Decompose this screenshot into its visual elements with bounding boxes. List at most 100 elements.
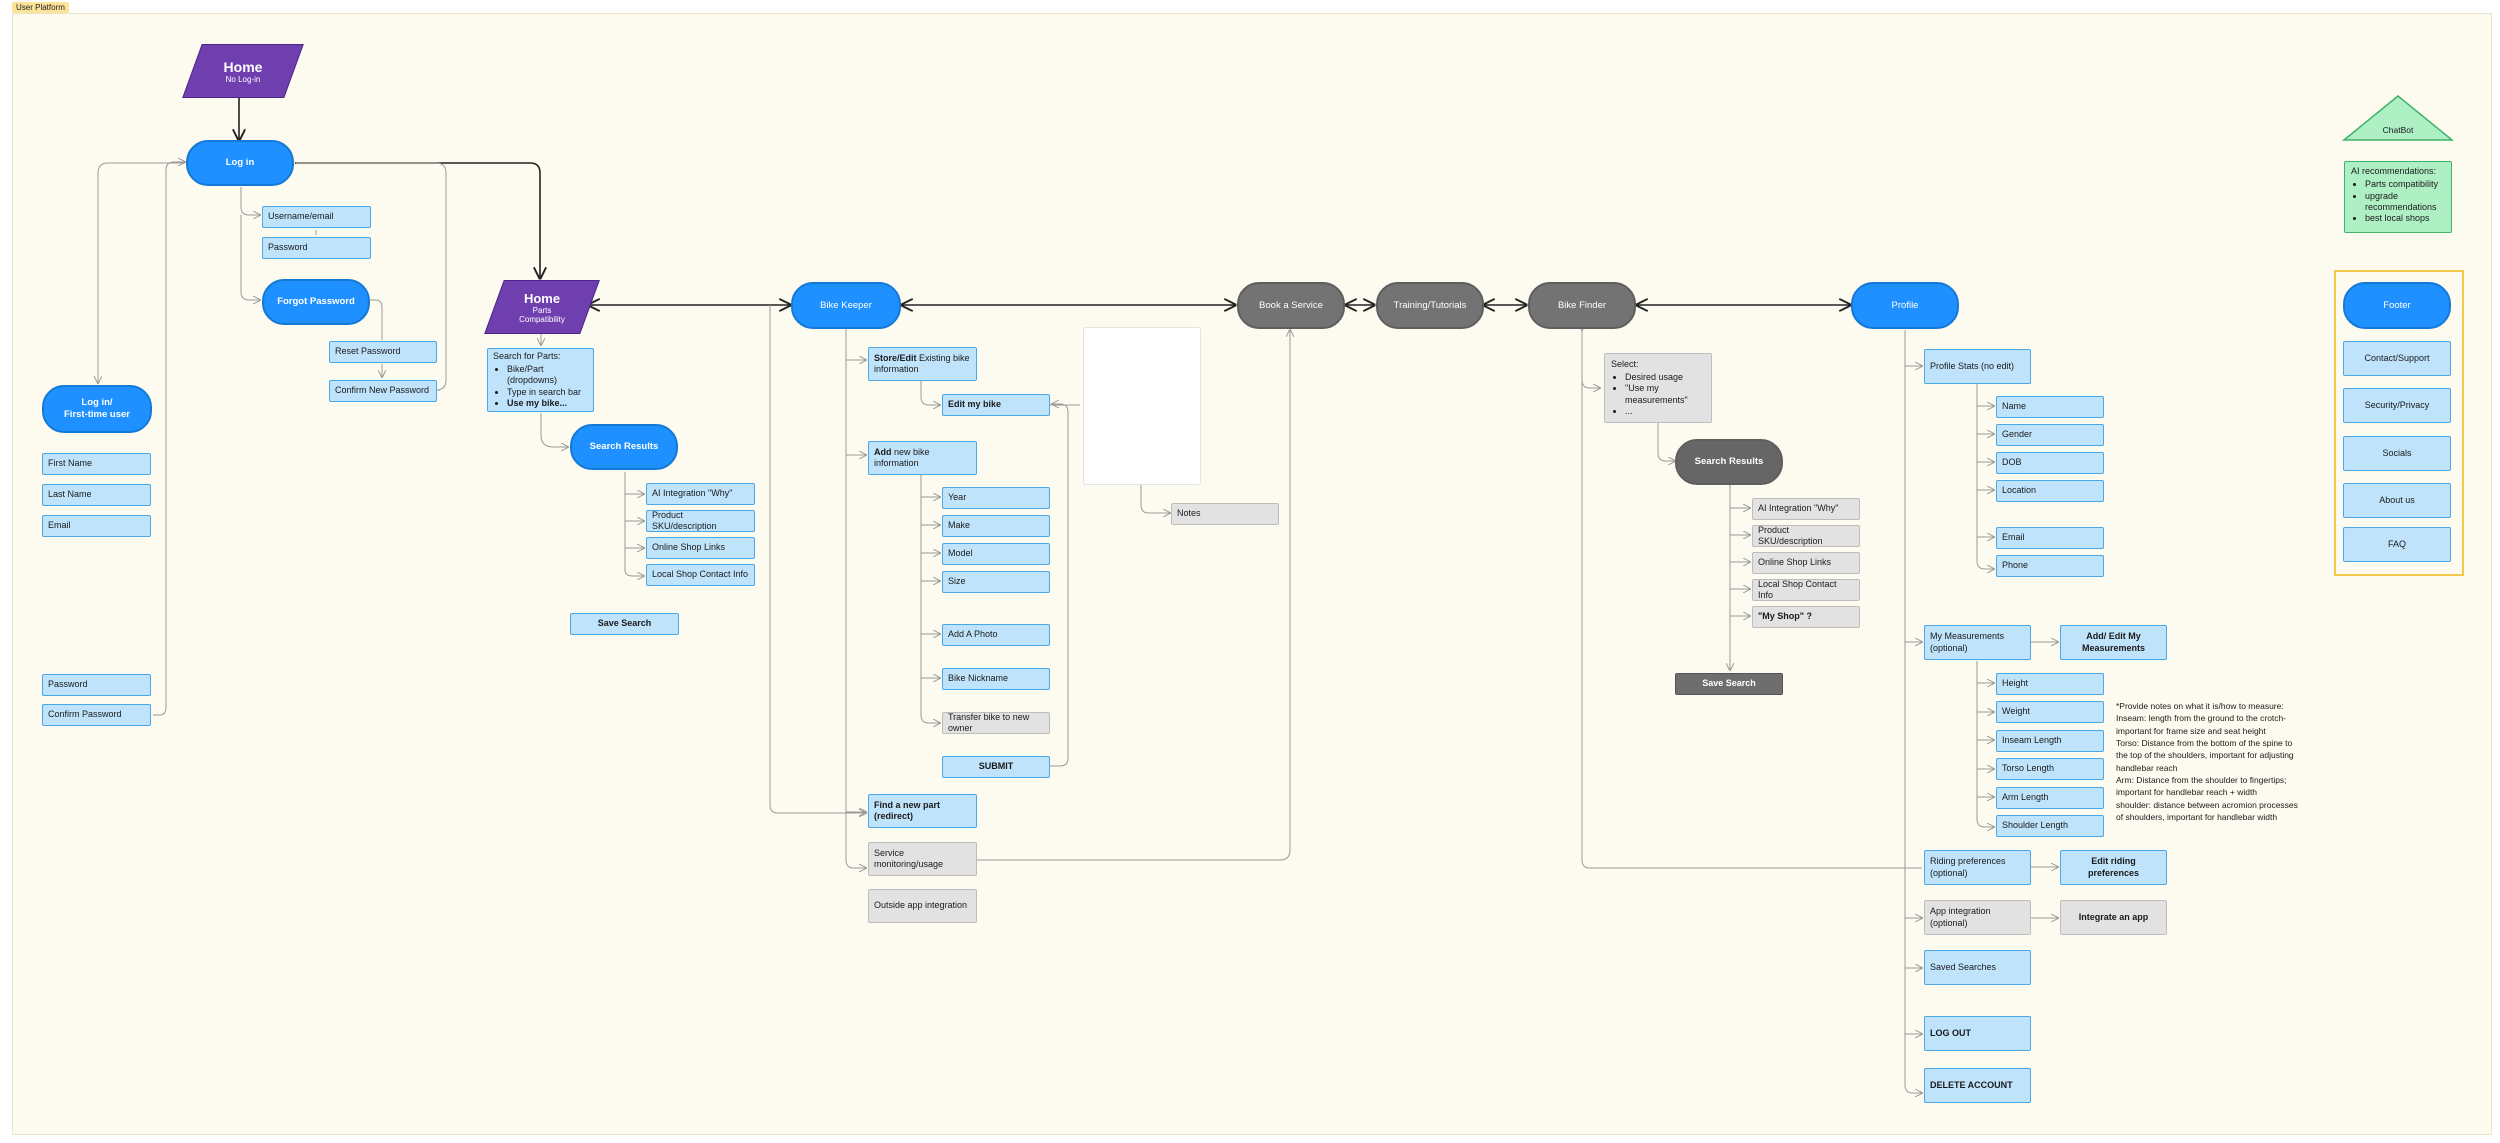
- confirm-password-field[interactable]: Confirm Password: [42, 704, 151, 726]
- home-parts-title: Home: [523, 290, 561, 306]
- book-service-node[interactable]: Book a Service: [1237, 282, 1345, 329]
- transfer-bike-button[interactable]: Transfer bike to new owner: [942, 712, 1050, 734]
- username-field[interactable]: Username/email: [262, 206, 371, 228]
- riding-preferences-box[interactable]: Riding preferences (optional): [1924, 850, 2031, 885]
- outside-app-integration-box[interactable]: Outside app integration: [868, 889, 977, 923]
- shoulder-field[interactable]: Shoulder Length: [1996, 815, 2104, 837]
- add-bike-box[interactable]: Add new bike information: [868, 441, 977, 475]
- footer-faq[interactable]: FAQ: [2343, 527, 2451, 562]
- parts-save-search-button[interactable]: Save Search: [570, 613, 679, 635]
- frame-label: User Platform: [12, 2, 69, 13]
- year-field[interactable]: Year: [942, 487, 1050, 509]
- parts-result-sku[interactable]: Product SKU/description: [646, 510, 755, 532]
- footer-security-privacy[interactable]: Security/Privacy: [2343, 388, 2451, 423]
- parts-result-ai[interactable]: AI Integration "Why": [646, 483, 755, 505]
- measurement-note-line: Arm: Distance from the shoulder to finge…: [2116, 774, 2287, 798]
- torso-field[interactable]: Torso Length: [1996, 758, 2104, 780]
- finder-result-local[interactable]: Local Shop Contact Info: [1752, 579, 1860, 601]
- find-new-part-button[interactable]: Find a new part (redirect): [868, 794, 977, 828]
- search-parts-item: Bike/Part (dropdowns): [507, 364, 588, 387]
- store-edit-bike-box[interactable]: Store/Edit Existing bike information: [868, 347, 977, 381]
- delete-account-button[interactable]: DELETE ACCOUNT: [1924, 1068, 2031, 1103]
- profile-node[interactable]: Profile: [1851, 282, 1959, 329]
- search-parts-box[interactable]: Search for Parts: Bike/Part (dropdowns) …: [487, 348, 594, 412]
- profile-email-field[interactable]: Email: [1996, 527, 2104, 549]
- name-field[interactable]: Name: [1996, 396, 2104, 418]
- edit-my-bike-button[interactable]: Edit my bike: [942, 394, 1050, 416]
- footer-contact-support[interactable]: Contact/Support: [2343, 341, 2451, 376]
- edit-riding-preferences-button[interactable]: Edit riding preferences: [2060, 850, 2167, 885]
- parts-search-results-node[interactable]: Search Results: [570, 424, 678, 470]
- footer-socials[interactable]: Socials: [2343, 436, 2451, 471]
- measurement-note-line: Torso: Distance from the bottom of the s…: [2116, 737, 2294, 773]
- finder-save-search-button[interactable]: Save Search: [1675, 673, 1783, 695]
- ai-rec-heading: AI recommendations:: [2351, 166, 2437, 176]
- ai-rec-item: Parts compatibility: [2365, 179, 2445, 190]
- finder-result-sku[interactable]: Product SKU/description: [1752, 525, 1860, 547]
- store-edit-rest: Existing bike information: [874, 353, 970, 375]
- size-field[interactable]: Size: [942, 571, 1050, 593]
- first-time-user-node[interactable]: Log in/ First-time user: [42, 385, 152, 433]
- height-field[interactable]: Height: [1996, 673, 2104, 695]
- home-parts-node[interactable]: Home Parts Compatibility: [484, 280, 600, 334]
- logout-button[interactable]: LOG OUT: [1924, 1016, 2031, 1051]
- profile-label: Profile: [1891, 299, 1919, 311]
- saved-searches-button[interactable]: Saved Searches: [1924, 950, 2031, 985]
- footer-about-us[interactable]: About us: [2343, 483, 2451, 518]
- finder-search-results-node[interactable]: Search Results: [1675, 439, 1783, 485]
- notes-field[interactable]: Notes: [1171, 503, 1279, 525]
- footer-node[interactable]: Footer: [2343, 282, 2451, 329]
- inseam-field[interactable]: Inseam Length: [1996, 730, 2104, 752]
- first-name-field[interactable]: First Name: [42, 453, 151, 475]
- app-integration-box[interactable]: App integration (optional): [1924, 900, 2031, 935]
- search-parts-item: Type in search bar: [507, 387, 588, 398]
- dob-field[interactable]: DOB: [1996, 452, 2104, 474]
- select-list: Desired usage "Use my measurements" ...: [1611, 372, 1705, 417]
- parts-result-online[interactable]: Online Shop Links: [646, 537, 755, 559]
- bike-keeper-node[interactable]: Bike Keeper: [791, 282, 901, 329]
- login-node[interactable]: Log in: [186, 140, 294, 186]
- finder-result-my-shop[interactable]: "My Shop" ?: [1752, 606, 1860, 628]
- bike-finder-node[interactable]: Bike Finder: [1528, 282, 1636, 329]
- weight-field[interactable]: Weight: [1996, 701, 2104, 723]
- service-monitoring-box[interactable]: Service monitoring/usage: [868, 842, 977, 876]
- search-parts-heading: Search for Parts:: [493, 350, 561, 361]
- bike-finder-select-box[interactable]: Select: Desired usage "Use my measuremen…: [1604, 353, 1712, 423]
- finder-result-online[interactable]: Online Shop Links: [1752, 552, 1860, 574]
- parts-results-label: Search Results: [589, 441, 659, 453]
- profile-stats-box[interactable]: Profile Stats (no edit): [1924, 349, 2031, 384]
- location-field[interactable]: Location: [1996, 480, 2104, 502]
- make-field[interactable]: Make: [942, 515, 1050, 537]
- phone-field[interactable]: Phone: [1996, 555, 2104, 577]
- training-label: Training/Tutorials: [1393, 299, 1467, 311]
- reset-password-field[interactable]: Reset Password: [329, 341, 437, 363]
- gender-field[interactable]: Gender: [1996, 424, 2104, 446]
- forgot-password-node[interactable]: Forgot Password: [262, 279, 370, 325]
- training-node[interactable]: Training/Tutorials: [1376, 282, 1484, 329]
- email-field[interactable]: Email: [42, 515, 151, 537]
- chatbot-label: ChatBot: [2382, 124, 2414, 135]
- bike-nickname-field[interactable]: Bike Nickname: [942, 668, 1050, 690]
- confirm-new-password-field[interactable]: Confirm New Password: [329, 380, 437, 402]
- chatbot-triangle[interactable]: [2342, 94, 2454, 142]
- finder-result-ai[interactable]: AI Integration "Why": [1752, 498, 1860, 520]
- add-rest: new bike information: [874, 446, 930, 468]
- home-nologin-node[interactable]: Home No Log-in: [182, 44, 304, 98]
- password-field[interactable]: Password: [262, 237, 371, 259]
- model-field[interactable]: Model: [942, 543, 1050, 565]
- select-heading: Select:: [1611, 358, 1639, 369]
- arm-field[interactable]: Arm Length: [1996, 787, 2104, 809]
- footer-label: Footer: [2383, 299, 2411, 311]
- ai-rec-list: Parts compatibility upgrade recommendati…: [2351, 179, 2445, 224]
- submit-button[interactable]: SUBMIT: [942, 756, 1050, 778]
- parts-result-local[interactable]: Local Shop Contact Info: [646, 564, 755, 586]
- search-parts-item: Use my bike...: [507, 398, 588, 409]
- add-edit-measurements-button[interactable]: Add/ Edit My Measurements: [2060, 625, 2167, 660]
- add-photo-button[interactable]: Add A Photo: [942, 624, 1050, 646]
- integrate-app-button[interactable]: Integrate an app: [2060, 900, 2167, 935]
- new-password-field[interactable]: Password: [42, 674, 151, 696]
- last-name-field[interactable]: Last Name: [42, 484, 151, 506]
- my-measurements-box[interactable]: My Measurements (optional): [1924, 625, 2031, 660]
